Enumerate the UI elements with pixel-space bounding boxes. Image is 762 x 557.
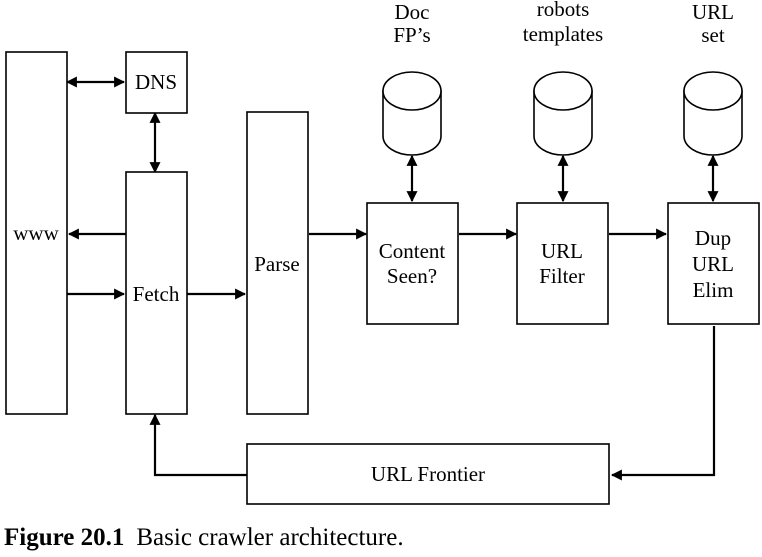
store-robots-templates-label-line1: robots bbox=[537, 0, 590, 21]
figure-caption: Figure 20.1 Basic crawler architecture. bbox=[4, 524, 404, 552]
node-fetch: Fetch bbox=[125, 171, 188, 415]
node-dns-label: DNS bbox=[135, 70, 177, 94]
store-doc-fps: Doc FP’s bbox=[382, 0, 442, 156]
node-content-seen: Content Seen? bbox=[366, 202, 459, 325]
node-dup-url-elim-label-line3: Elim bbox=[693, 278, 734, 302]
node-dup-url-elim: Dup URL Elim bbox=[667, 202, 760, 325]
database-cylinder-icon bbox=[382, 71, 442, 156]
node-www: www bbox=[5, 51, 68, 415]
store-url-set: URL set bbox=[683, 0, 743, 156]
node-dns: DNS bbox=[125, 51, 188, 114]
node-fetch-label: Fetch bbox=[133, 282, 180, 306]
node-url-filter-label-line1: URL bbox=[541, 239, 583, 263]
node-dup-url-elim-label-line1: Dup bbox=[695, 226, 731, 250]
node-content-seen-label-line1: Content bbox=[379, 239, 446, 263]
store-doc-fps-label-line2: FP’s bbox=[393, 23, 430, 47]
node-url-filter: URL Filter bbox=[516, 202, 609, 325]
store-robots-templates: robots templates bbox=[523, 0, 603, 156]
node-content-seen-label-line2: Seen? bbox=[387, 264, 437, 288]
figure-number: Figure 20.1 bbox=[4, 524, 125, 551]
store-url-set-label-line1: URL bbox=[692, 0, 734, 24]
edges bbox=[65, 76, 719, 481]
node-url-frontier-label: URL Frontier bbox=[371, 462, 485, 486]
store-doc-fps-label-line1: Doc bbox=[395, 0, 430, 24]
database-cylinder-icon bbox=[533, 71, 593, 156]
node-parse-label: Parse bbox=[254, 252, 300, 276]
node-url-filter-label-line2: Filter bbox=[539, 264, 585, 288]
node-parse: Parse bbox=[246, 111, 309, 415]
store-url-set-label-line2: set bbox=[701, 23, 724, 47]
edge-url-frontier-fetch bbox=[149, 413, 247, 477]
figure-caption-text: Basic crawler architecture. bbox=[136, 524, 404, 551]
node-url-frontier: URL Frontier bbox=[246, 443, 610, 505]
database-cylinder-icon bbox=[683, 71, 743, 156]
store-robots-templates-label-line2: templates bbox=[523, 22, 603, 46]
node-dup-url-elim-label-line2: URL bbox=[692, 252, 734, 276]
node-www-label: www bbox=[13, 221, 59, 245]
edge-dup-elim-url-frontier bbox=[610, 326, 716, 481]
